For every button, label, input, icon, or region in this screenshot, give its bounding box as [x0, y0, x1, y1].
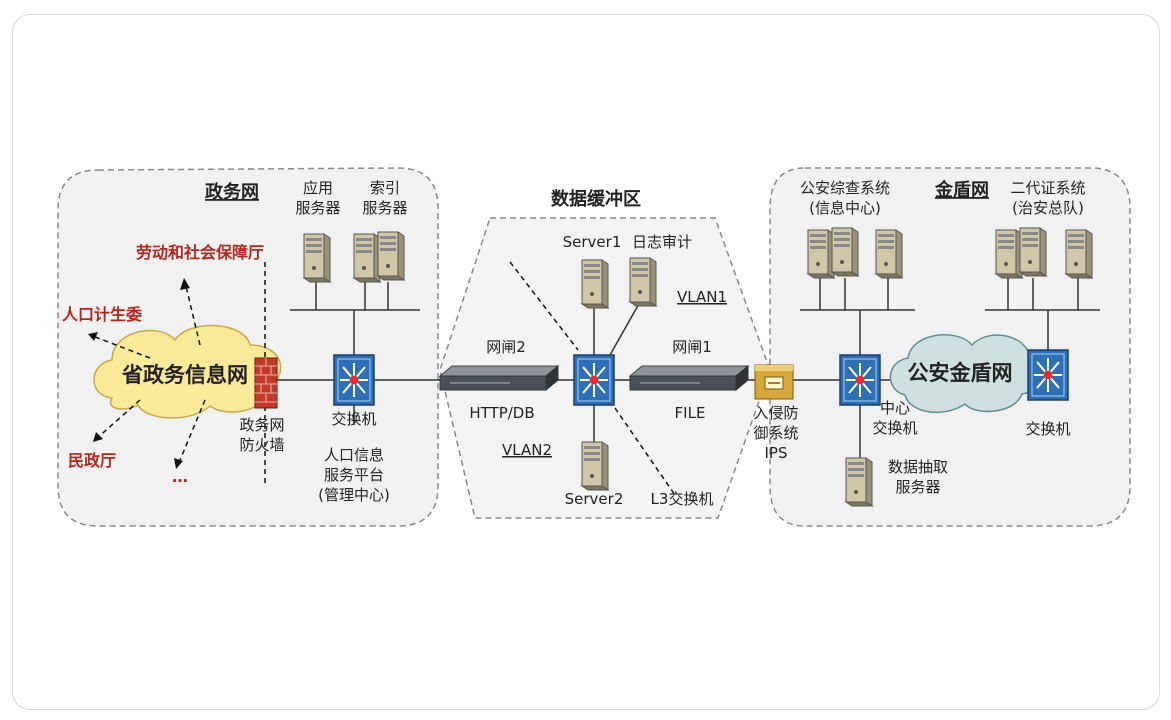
gateway2-label: 网闸2	[486, 338, 526, 356]
index-server-icon-2	[377, 231, 405, 281]
gateway1-icon	[629, 365, 749, 391]
population-committee-label: 人口计生委	[62, 305, 143, 324]
platform-label-3: (管理中心)	[318, 486, 390, 504]
id-system-label-2: (治安总队)	[1012, 199, 1084, 217]
index-server-label-2: 服务器	[362, 199, 407, 217]
police-system-label-1: 公安综查系统	[800, 179, 890, 197]
police-server-icon-3	[875, 229, 903, 279]
arrow-labor	[184, 281, 201, 346]
gold-switch-label: 交换机	[1025, 420, 1070, 438]
l3-switch-icon	[573, 354, 615, 406]
id-server-icon-2	[1019, 227, 1047, 277]
arrow-more-head	[174, 458, 183, 469]
ips-label-2: 御系统	[753, 424, 798, 442]
ips-label-1: 入侵防	[753, 404, 798, 422]
police-system-label-2: (信息中心)	[809, 199, 881, 217]
app-server-label-2: 服务器	[295, 199, 340, 217]
civil-affairs-label: 民政厅	[68, 451, 116, 470]
center-switch-label-2: 交换机	[872, 419, 917, 437]
gateway1-label: 网闸1	[672, 338, 712, 356]
gold-switch-icon	[1027, 349, 1069, 401]
arrow-civil	[94, 399, 141, 441]
gateway2-icon	[439, 365, 559, 391]
firewall-label-1: 政务网	[239, 416, 284, 434]
id-server-icon-1	[995, 229, 1023, 279]
platform-label-1: 人口信息	[324, 446, 384, 464]
l3-switch-label: L3交换机	[651, 490, 714, 508]
arrow-more	[177, 399, 206, 466]
log-audit-icon	[629, 257, 657, 307]
index-server-label-1: 索引	[370, 179, 400, 197]
police-server-icon-1	[807, 229, 835, 279]
server1-label: Server1	[563, 233, 622, 251]
gov-switch-icon	[333, 354, 375, 406]
center-switch-icon	[839, 354, 881, 406]
ips-label-3: IPS	[765, 444, 788, 462]
index-server-icon-1	[353, 233, 381, 283]
http-db-label: HTTP/DB	[469, 404, 534, 422]
ips-device-icon	[754, 364, 794, 400]
file-label: FILE	[675, 404, 706, 422]
gold-zone-title: 金盾网	[934, 179, 989, 201]
extract-server-label-2: 服务器	[895, 478, 940, 496]
l3-dashed-upper	[509, 261, 579, 351]
gov-zone-title: 政务网	[205, 181, 259, 203]
gov-switch-label: 交换机	[331, 410, 376, 428]
more-depts-label: …	[172, 467, 188, 486]
vlan2-label: VLAN2	[502, 441, 552, 459]
id-system-label-1: 二代证系统	[1010, 179, 1085, 197]
police-server-icon-2	[831, 227, 859, 277]
labor-dept-label: 劳动和社会保障厅	[136, 243, 264, 262]
link-log-audit	[609, 301, 641, 356]
log-audit-label: 日志审计	[632, 233, 692, 251]
arrow-population	[89, 334, 151, 359]
server2-label: Server2	[565, 490, 624, 508]
platform-label-2: 服务平台	[324, 466, 384, 484]
center-switch-label-1: 中心	[880, 399, 910, 417]
gov-firewall-icon	[254, 357, 278, 409]
gold-cloud-label: 公安金盾网	[908, 361, 1013, 385]
extract-server-label-1: 数据抽取	[888, 458, 948, 476]
arrow-civil-head	[93, 432, 103, 442]
server2-icon	[581, 441, 609, 491]
arrow-population-head	[88, 332, 98, 341]
firewall-label-2: 防火墙	[239, 436, 284, 454]
buffer-zone-title: 数据缓冲区	[551, 188, 641, 210]
id-server-icon-3	[1065, 229, 1093, 279]
gov-cloud-label: 省政务信息网	[121, 363, 248, 387]
app-server-label-1: 应用	[303, 179, 333, 197]
vlan1-label: VLAN1	[677, 288, 727, 306]
app-server-icon	[303, 233, 331, 283]
arrow-labor-head	[180, 278, 190, 290]
server1-icon	[581, 259, 609, 309]
gov-info-cloud	[93, 324, 282, 419]
extract-server-icon	[845, 457, 873, 507]
